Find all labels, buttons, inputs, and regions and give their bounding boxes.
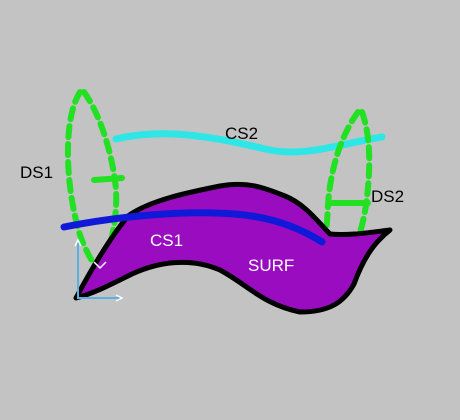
label-surf: SURF [248,256,294,275]
label-cs1: CS1 [150,231,183,250]
axes-triad [74,238,124,302]
label-cs2: CS2 [225,124,258,143]
label-ds2: DS2 [371,187,404,206]
cs1-curve [60,209,326,246]
label-ds1: DS1 [20,163,53,182]
